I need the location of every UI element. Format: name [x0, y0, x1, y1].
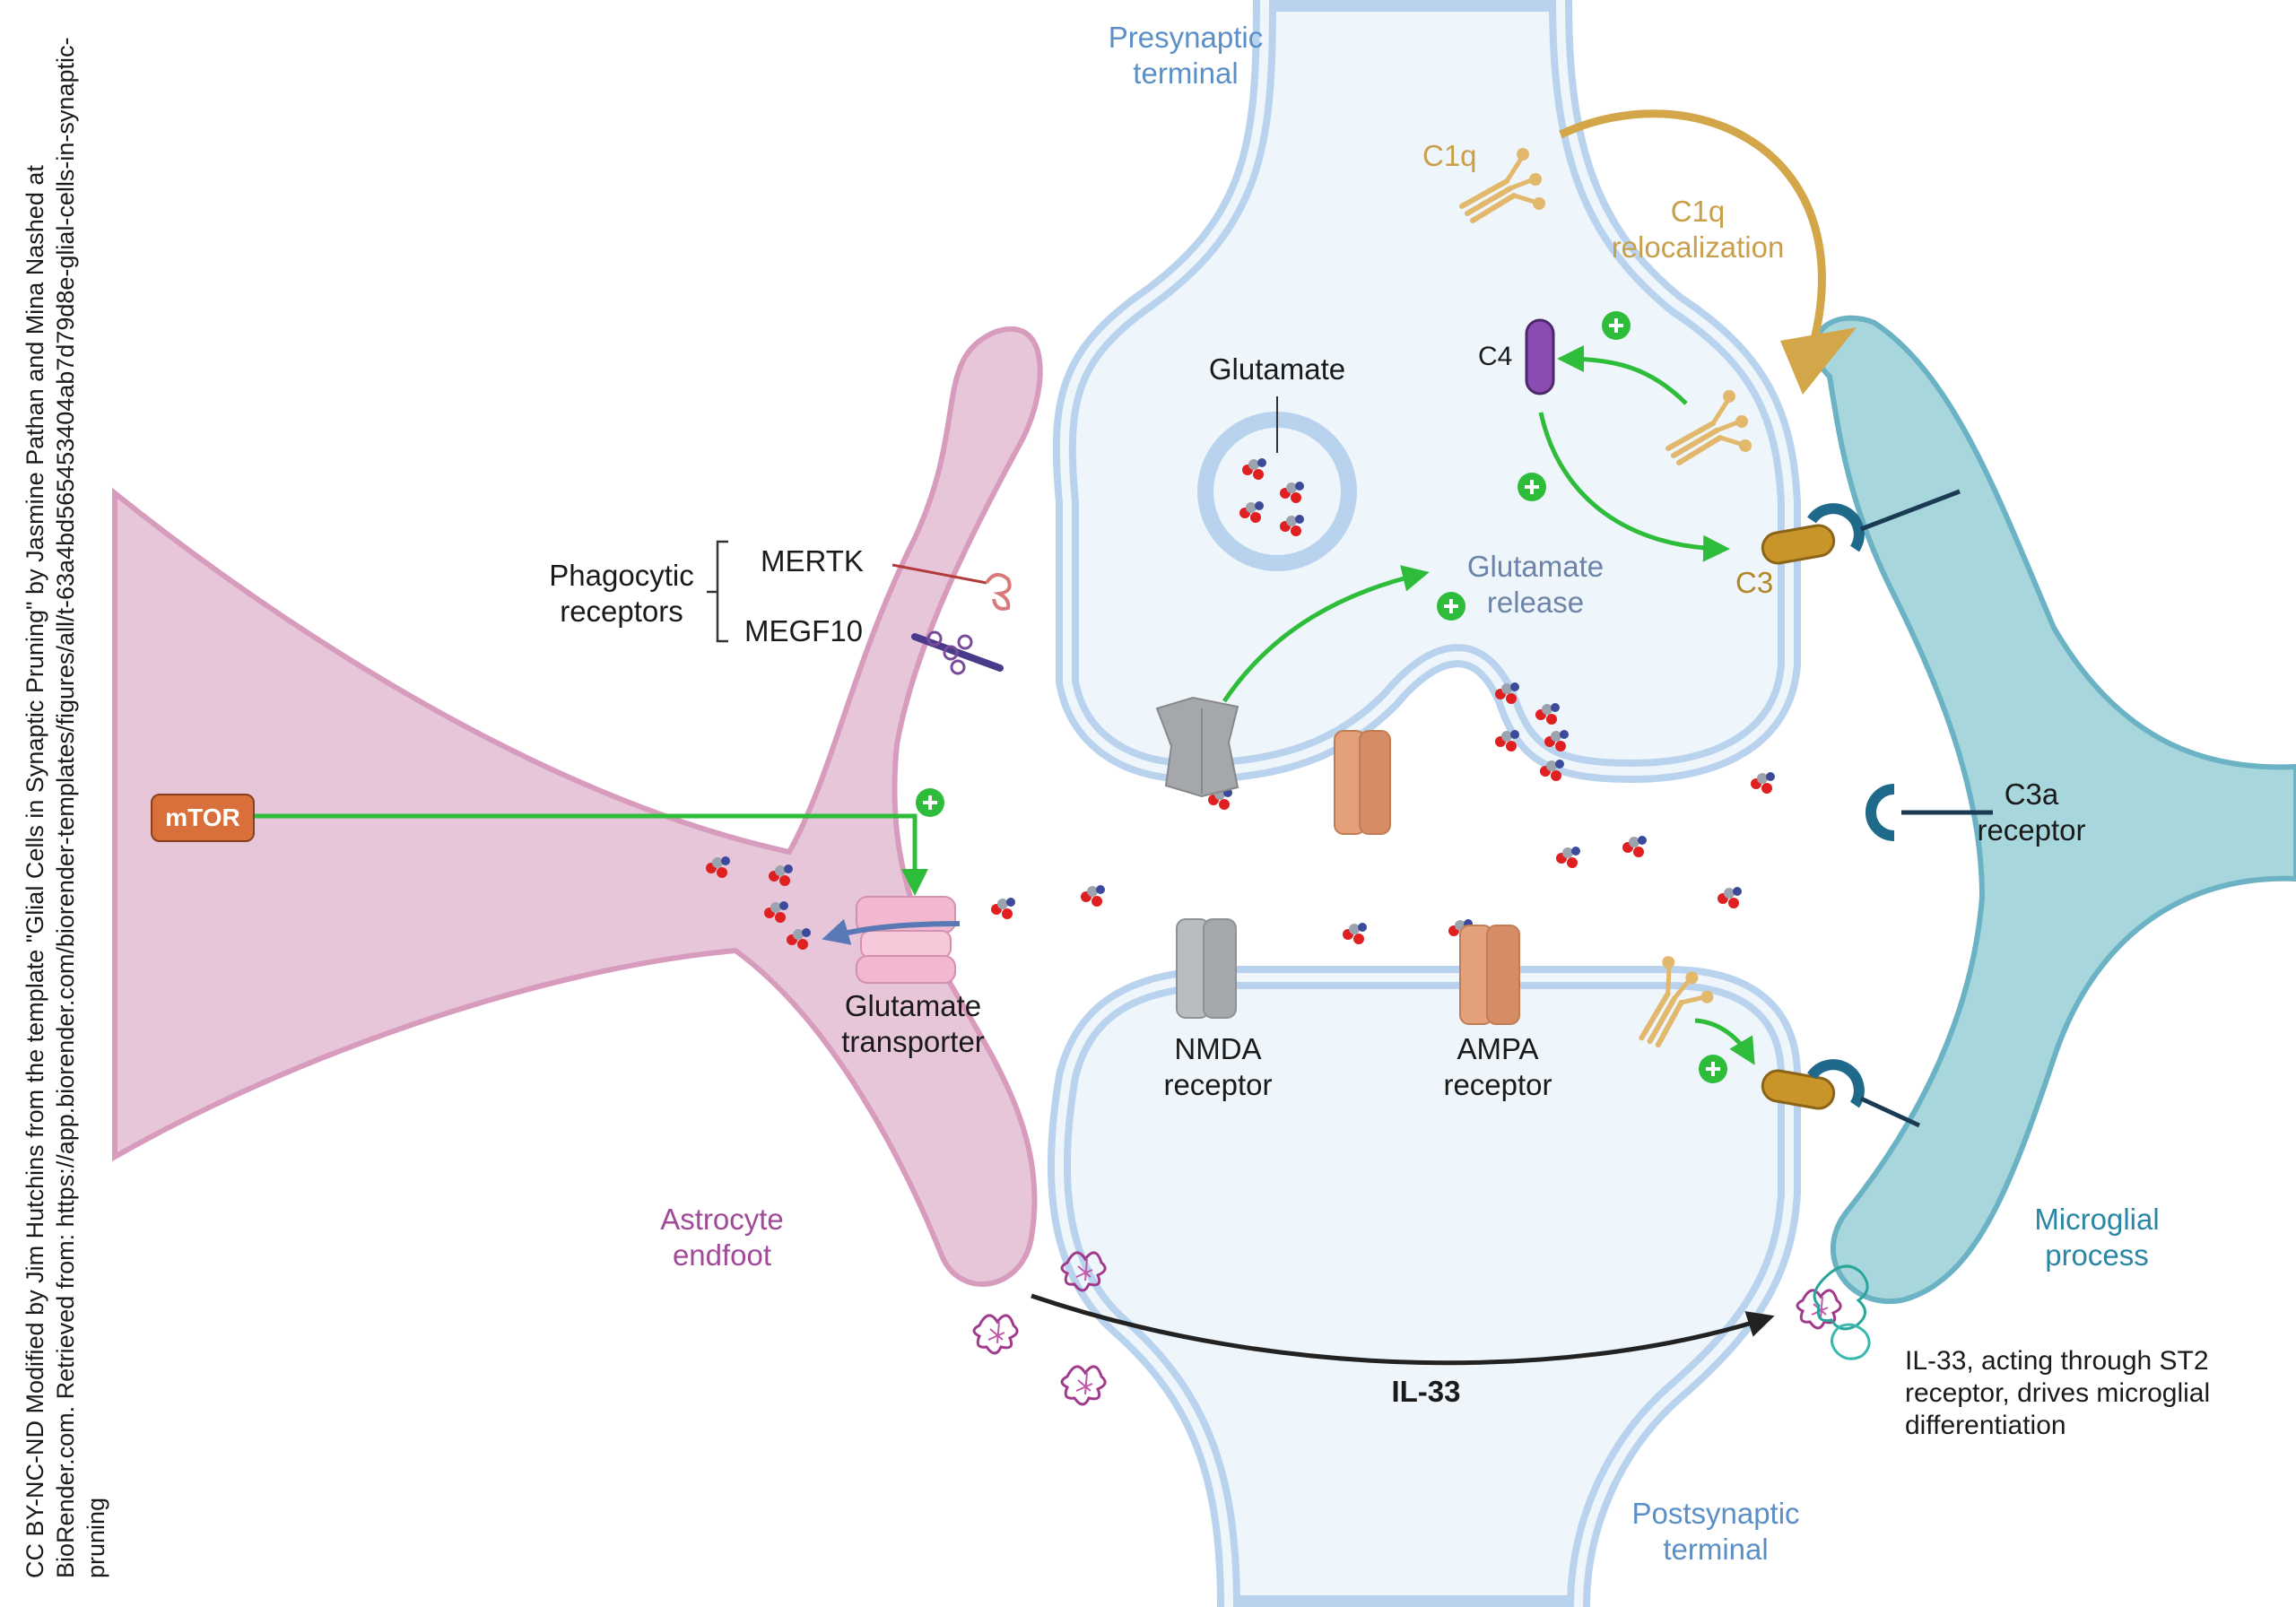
megf10-label: MEGF10: [744, 614, 864, 647]
c4-label: C4: [1478, 342, 1513, 371]
presynaptic-grey-channel: [1155, 696, 1239, 798]
glutamate-label: Glutamate: [1208, 352, 1346, 386]
mtor-activation-arrow: [253, 813, 928, 896]
transporter-uptake-arrow: [822, 918, 961, 945]
mertk-receptor: [891, 563, 1012, 611]
il33-label: IL-33: [1391, 1375, 1461, 1408]
credit-text: CC BY-NC-ND Modified by Jim Hutchins fro…: [22, 37, 109, 1578]
glutamate-release-arrow: [1222, 565, 1430, 703]
c3-presynaptic: [1761, 489, 1961, 565]
c3-postsynaptic: [1761, 1059, 1921, 1128]
plus-circle-icon: [916, 311, 1727, 1083]
c3a-receptor-free: [1866, 784, 1993, 841]
astrocyte-endfoot-shape: [112, 326, 1043, 1288]
c3-label: C3: [1735, 566, 1774, 599]
presynaptic-ampa-channel: [1334, 730, 1391, 835]
c4-to-c3-arrow: [1538, 412, 1730, 562]
glutamate-transporter-channel: [856, 896, 956, 984]
st2-receptor-complex: [1813, 1264, 1871, 1360]
il33-arrow: [1031, 1293, 1775, 1366]
c1q-relocalization-arrow: [1559, 109, 1826, 352]
mertk-label: MERTK: [761, 544, 864, 578]
nmda-receptor-channel: [1176, 918, 1237, 1019]
c1q-label: C1q: [1422, 139, 1477, 172]
ampa-receptor-channel: [1459, 925, 1520, 1025]
phagocytic-bracket: [707, 540, 728, 643]
c4-protein: [1525, 318, 1555, 395]
postsynaptic-c1q-arrow: [1694, 1018, 1755, 1065]
c1q-to-c4-arrow: [1557, 345, 1688, 405]
microglial-process-shape: [1812, 315, 2296, 1305]
mtor-box: mTOR: [151, 794, 255, 842]
megf10-receptor: [911, 630, 1004, 675]
